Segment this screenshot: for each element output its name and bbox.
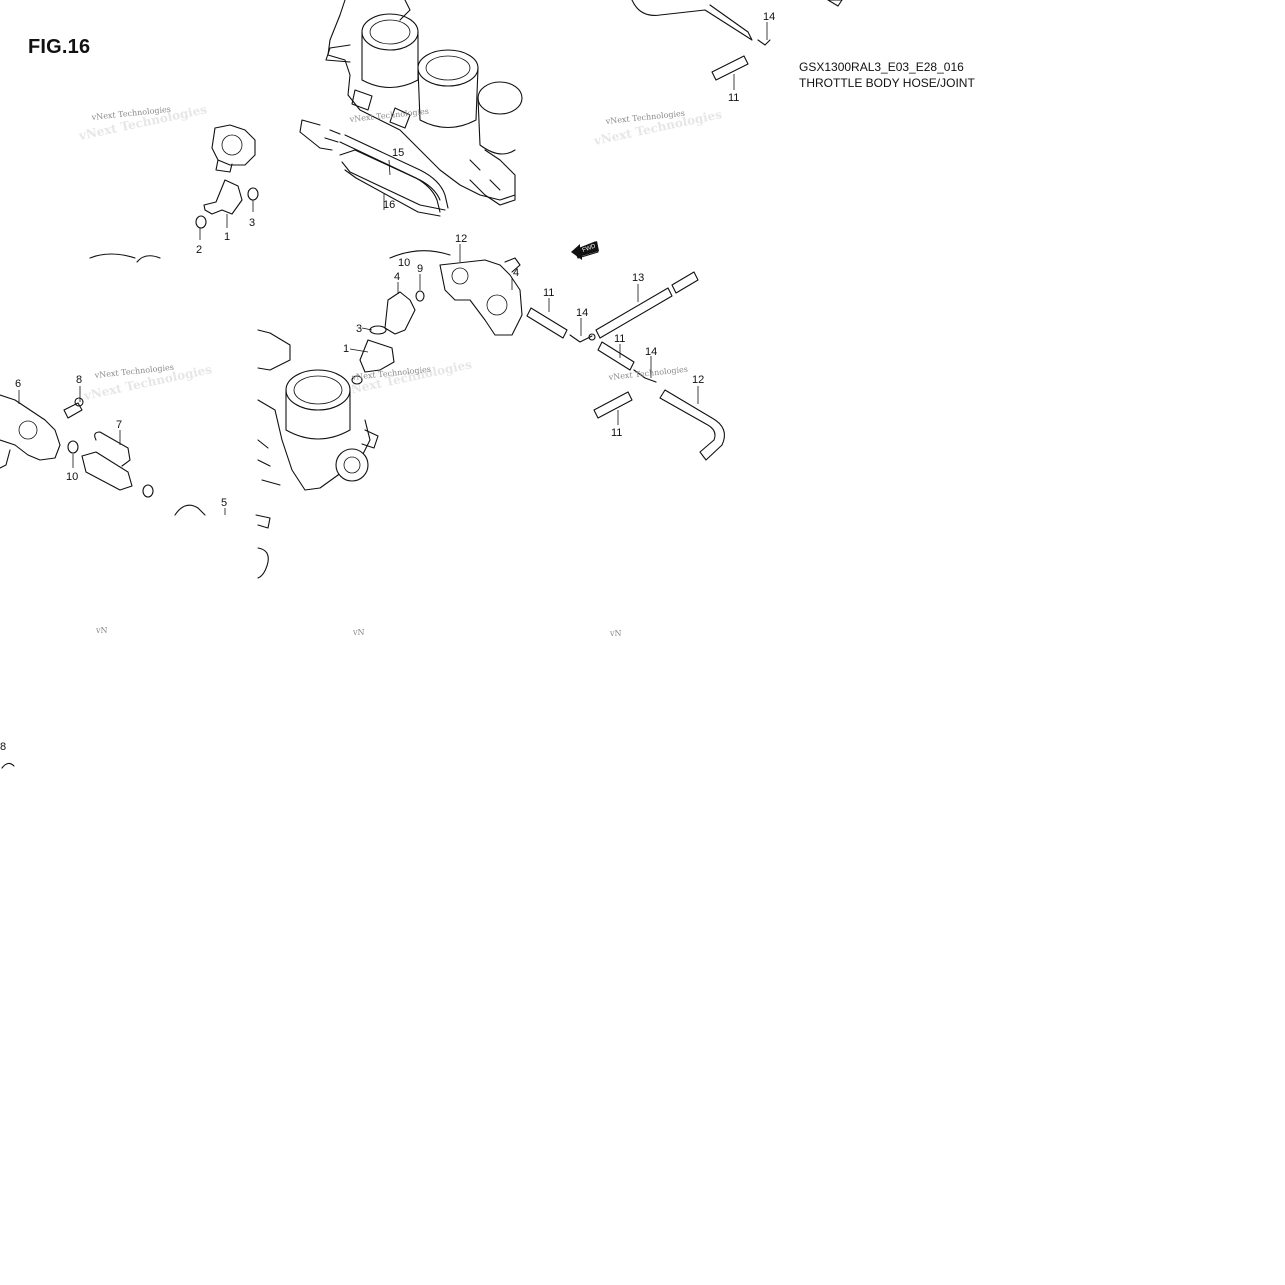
figure-code: GSX1300RAL3_E03_E28_016 <box>799 60 964 74</box>
partial-part-fragment <box>1 762 15 769</box>
callout-4-rail: 4 <box>513 267 519 279</box>
callout-6: 6 <box>15 378 21 390</box>
callout-3-middle: 3 <box>356 323 362 335</box>
callout-11-c: 11 <box>611 427 622 439</box>
callout-15: 15 <box>392 147 404 159</box>
callout-5: 5 <box>221 497 227 509</box>
fwd-arrow-icon: FWD <box>571 241 599 260</box>
callout-14-top: 14 <box>763 11 775 23</box>
callout-12-rail: 12 <box>455 233 467 245</box>
throttle-body-lower-illustration <box>257 329 379 491</box>
delivery-pipe-left-illustration <box>0 394 271 579</box>
callout-2-upper: 2 <box>196 244 202 256</box>
svg-text:vN: vN <box>609 629 622 638</box>
callout-9: 9 <box>417 263 423 275</box>
callout-7: 7 <box>116 419 122 431</box>
throttle-body-upper-illustration <box>325 0 523 206</box>
callout-3-upper: 3 <box>249 217 255 229</box>
callout-12-hose: 12 <box>692 374 704 386</box>
injector-upper-left-illustration <box>89 124 259 263</box>
callout-14-a: 14 <box>576 307 588 319</box>
callout-13: 13 <box>632 272 644 284</box>
svg-text:FWD: FWD <box>582 243 598 254</box>
callout-11-a: 11 <box>543 287 554 299</box>
callout-4-middle: 4 <box>394 271 400 283</box>
callout-8-bottom: 8 <box>0 741 6 753</box>
callout-10-middle: 10 <box>398 257 410 269</box>
callout-10-left: 10 <box>66 471 78 483</box>
callout-8: 8 <box>76 374 82 386</box>
figure-title: FIG.16 <box>28 36 91 58</box>
hose-15-16-illustration <box>299 119 449 217</box>
injector-and-rail-illustration <box>351 250 523 385</box>
callout-11-b: 11 <box>614 333 625 345</box>
leader-lines <box>18 22 768 515</box>
svg-text:vNext Technologies: vNext Technologies <box>348 107 429 124</box>
callout-11-top: 11 <box>728 92 739 104</box>
hose-assembly-right-illustration <box>526 0 843 461</box>
svg-text:vN: vN <box>352 628 365 637</box>
callout-numbers: 1 2 3 15 16 12 10 4 9 4 3 1 11 14 13 11 … <box>0 11 775 753</box>
figure-name: THROTTLE BODY HOSE/JOINT <box>799 76 975 90</box>
svg-text:vN: vN <box>95 626 108 635</box>
callout-16: 16 <box>383 199 395 211</box>
callout-1-middle: 1 <box>343 343 349 355</box>
callout-14-b: 14 <box>645 346 657 358</box>
callout-1-upper: 1 <box>224 231 230 243</box>
